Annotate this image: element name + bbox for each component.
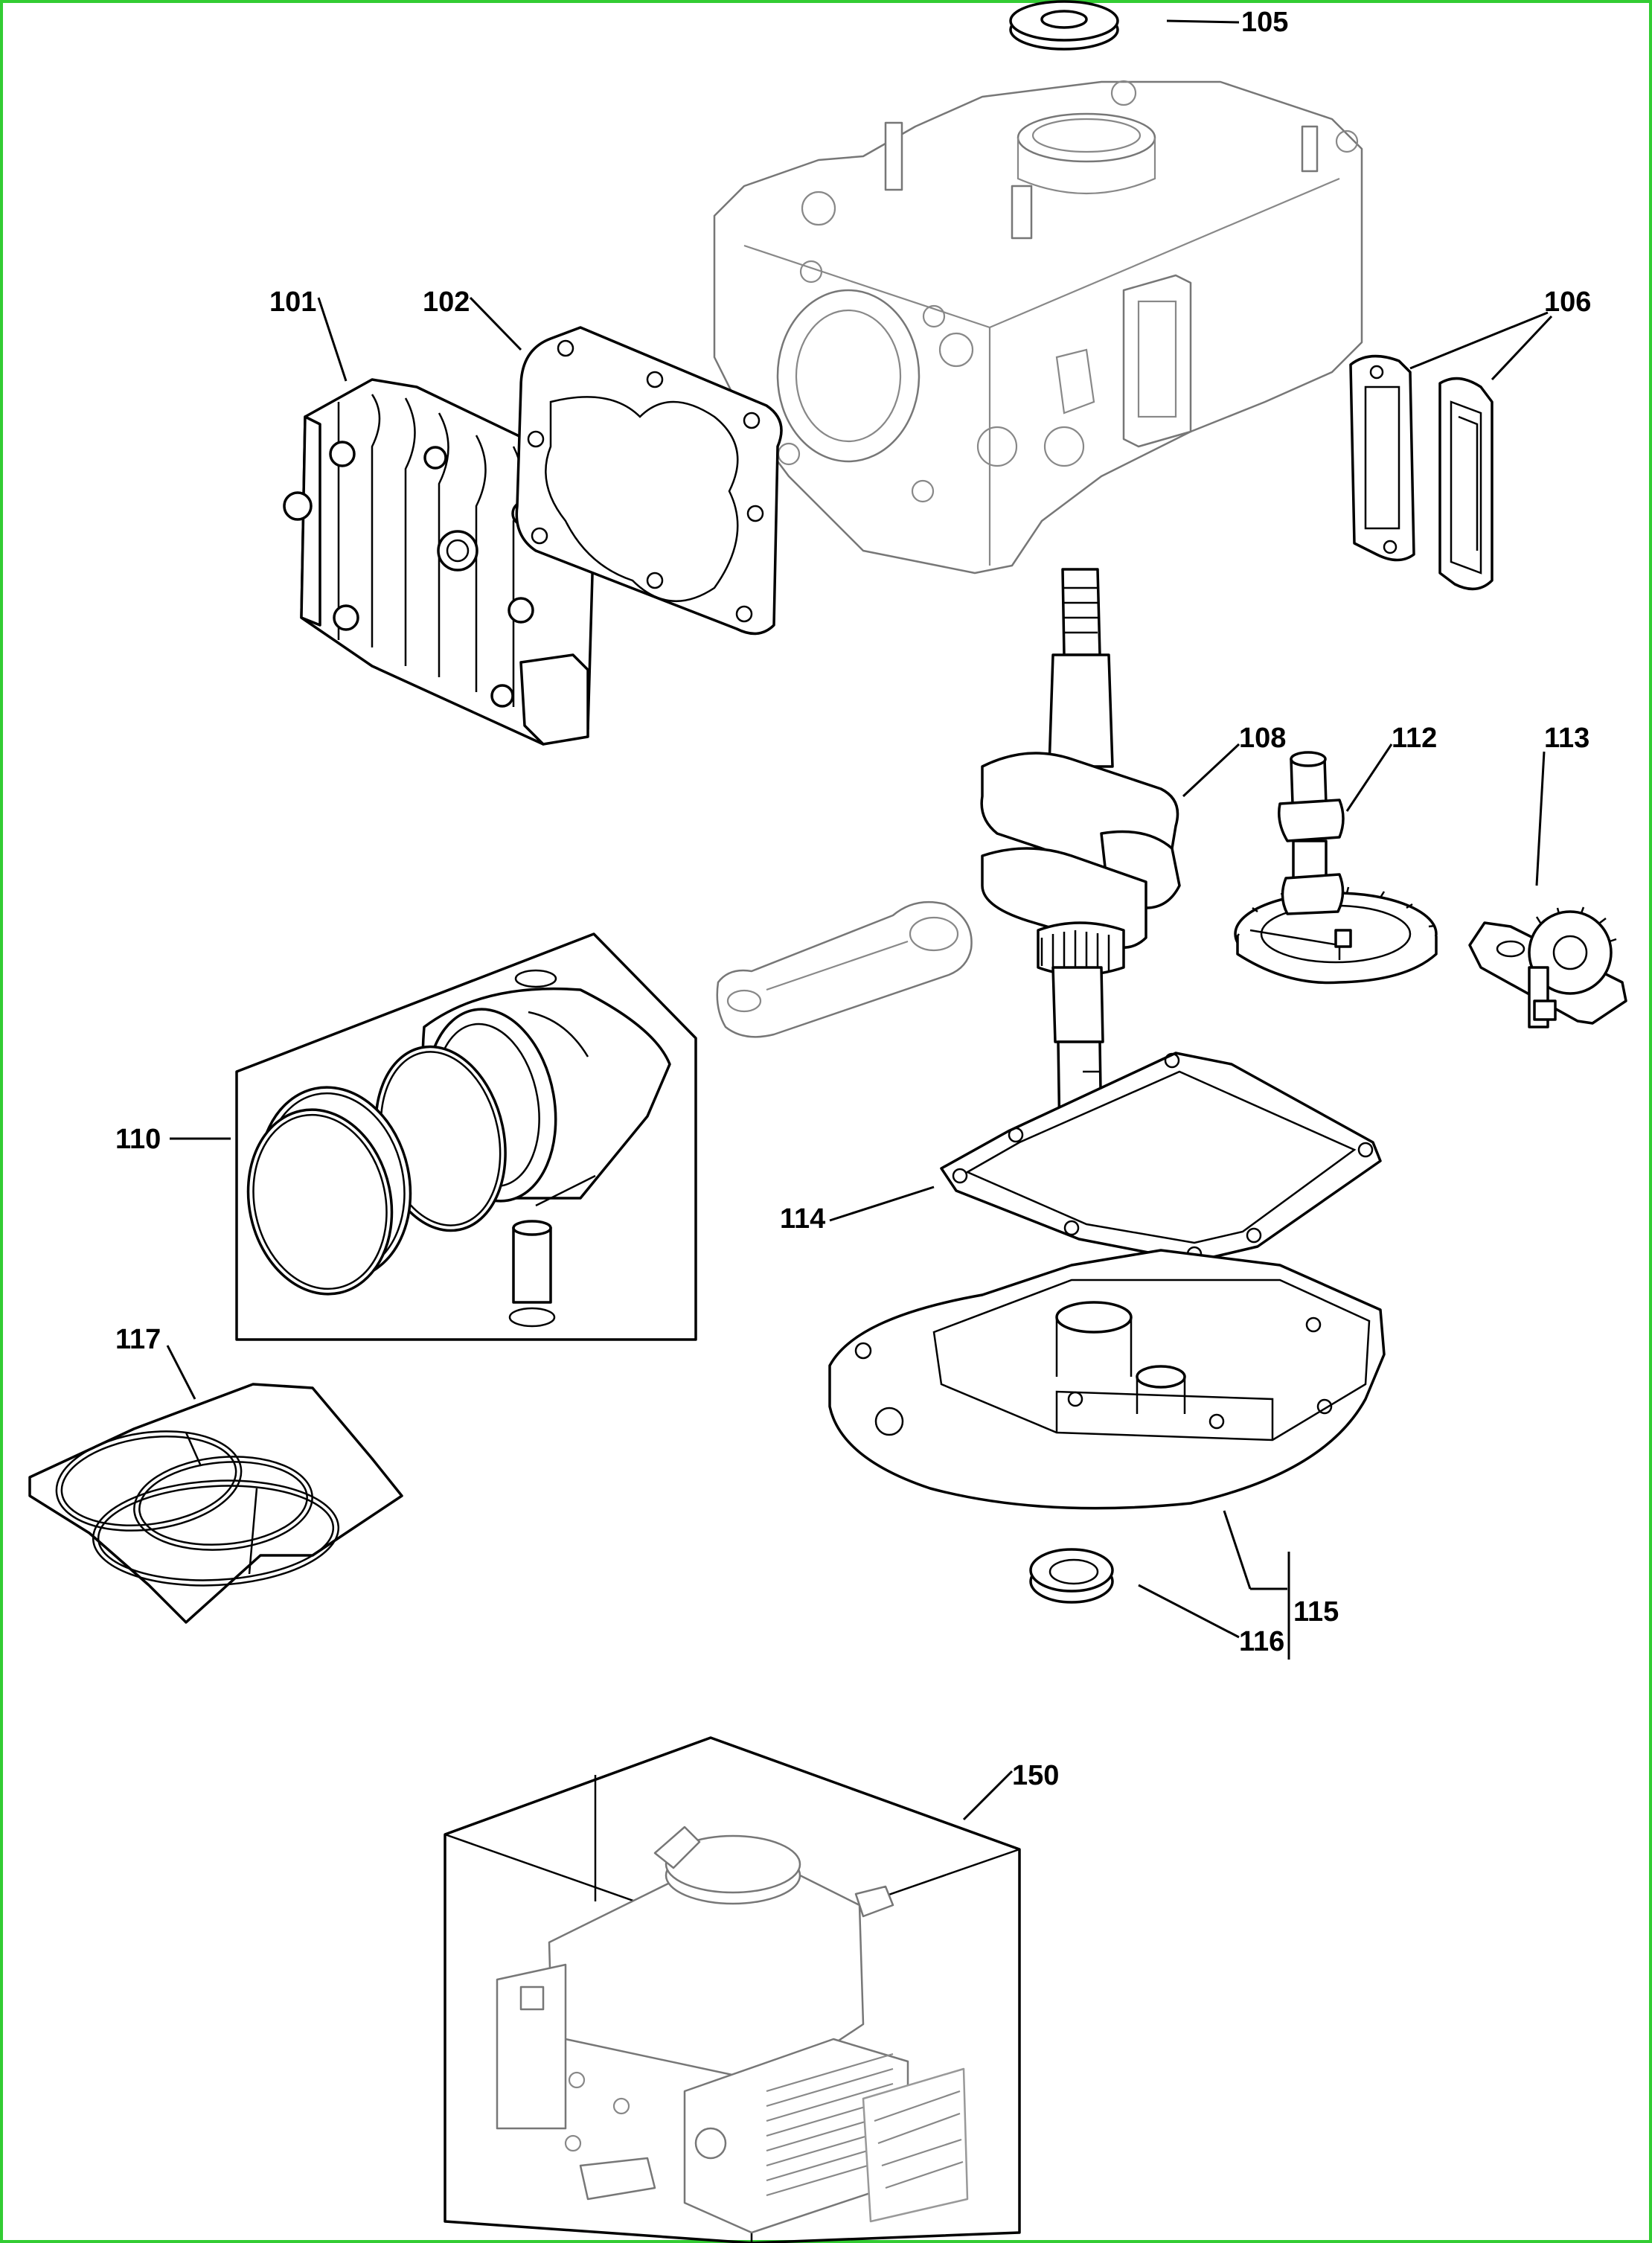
label-116: 116 <box>1239 1626 1284 1657</box>
label-112: 112 <box>1392 723 1437 754</box>
leader-115a <box>1223 1510 1252 1590</box>
label-108: 108 <box>1239 723 1286 754</box>
label-110: 110 <box>115 1124 161 1155</box>
part-106-gasket-pair[interactable] <box>1349 354 1493 591</box>
leader-102 <box>469 296 522 351</box>
leader-116 <box>1138 1584 1240 1639</box>
label-113: 113 <box>1544 723 1589 754</box>
leader-114 <box>829 1186 935 1222</box>
leader-106b <box>1491 315 1553 381</box>
leader-113 <box>1535 751 1546 886</box>
label-105: 105 <box>1241 7 1288 38</box>
connecting-rod <box>716 900 973 1038</box>
label-150: 150 <box>1012 1760 1059 1791</box>
leader-106a <box>1409 311 1549 370</box>
part-116-oil-seal[interactable] <box>1029 1548 1114 1604</box>
part-117-piston-ring-set[interactable] <box>28 1383 403 1624</box>
label-106: 106 <box>1544 287 1591 318</box>
leader-150 <box>962 1770 1014 1821</box>
label-115: 115 <box>1293 1596 1339 1628</box>
part-113-governor[interactable] <box>1468 906 1627 1028</box>
label-102: 102 <box>423 287 470 318</box>
label-117: 117 <box>115 1324 161 1355</box>
part-105-oil-seal[interactable] <box>1009 0 1119 51</box>
part-150-engine-box[interactable] <box>444 1736 1021 2243</box>
label-101: 101 <box>269 287 316 318</box>
leader-105 <box>1166 19 1240 24</box>
label-114: 114 <box>780 1203 825 1235</box>
leader-108 <box>1182 743 1240 798</box>
part-102-head-gasket[interactable] <box>515 326 783 636</box>
leader-117 <box>166 1345 196 1400</box>
part-114-crankcase-gasket[interactable] <box>940 1052 1382 1263</box>
part-110-piston-assembly[interactable] <box>231 932 697 1341</box>
leader-101 <box>317 297 348 382</box>
leader-112 <box>1345 743 1393 812</box>
part-115-sump[interactable] <box>828 1249 1386 1510</box>
part-108-crankshaft[interactable] <box>980 568 1181 1140</box>
part-112-camshaft[interactable] <box>1234 751 1438 985</box>
cylinder-block <box>713 80 1363 575</box>
